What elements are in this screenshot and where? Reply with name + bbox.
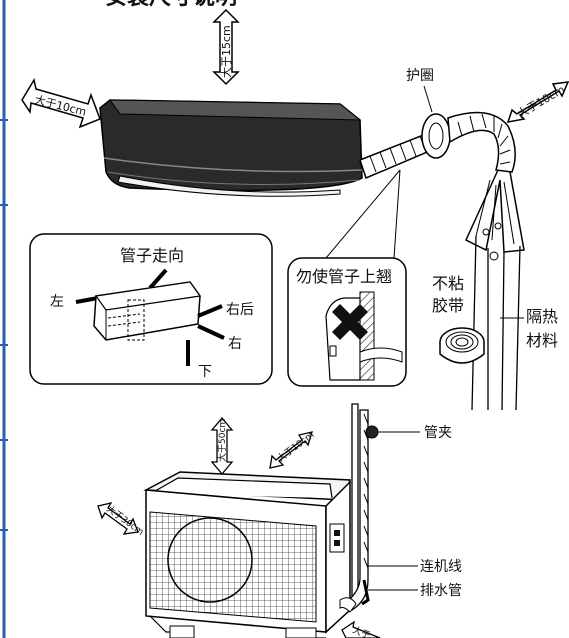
insulation-label-1: 隔热 xyxy=(526,307,558,326)
outdoor-right-clearance-label: 大于10cm xyxy=(275,429,317,465)
dir-down-label: 下 xyxy=(198,364,212,380)
insulation-label-2: 材料 xyxy=(526,331,558,350)
outdoor-top-clearance: 大于50cm xyxy=(210,416,234,476)
outdoor-front-clearance: 大于 xyxy=(341,620,381,638)
drain-pipe-label: 排水管 xyxy=(420,583,462,599)
pipe-direction-title: 管子走向 xyxy=(120,246,184,265)
pipe-clamp-label: 管夹 xyxy=(424,425,452,441)
indoor-top-clearance-label: 大于15cm xyxy=(219,25,233,78)
outdoor-front-clearance-label: 大于 xyxy=(351,624,372,638)
connection-wire-label: 连机线 xyxy=(420,559,462,575)
indoor-piping xyxy=(359,111,525,411)
header-partial: 安装尺寸说明 xyxy=(105,0,237,10)
outdoor-left-clearance: 大于30cm xyxy=(97,502,146,538)
warning-title: 勿使管子上翘 xyxy=(296,267,392,286)
outdoor-unit xyxy=(143,471,351,638)
indoor-right-clearance: 大于10cm xyxy=(506,81,569,123)
outdoor-piping xyxy=(339,403,379,613)
pipe-direction-box: 管子走向 左 右后 右 下 xyxy=(29,233,273,385)
pipe-clamp-icon xyxy=(365,425,379,439)
indoor-right-clearance-label: 大于10cm xyxy=(515,82,568,121)
outdoor-top-clearance-label: 大于50cm xyxy=(216,419,228,462)
indoor-left-clearance: 大于10cm xyxy=(21,78,101,129)
outdoor-right-clearance: 大于10cm xyxy=(269,429,317,469)
dir-right-label: 右 xyxy=(228,336,242,352)
cross-mark-icon xyxy=(332,304,368,340)
non-stick-tape-label-1: 不粘 xyxy=(432,274,464,293)
indoor-top-clearance: 大于15cm xyxy=(212,8,240,86)
dir-right-rear-label: 右后 xyxy=(226,302,254,318)
indoor-unit xyxy=(99,99,363,197)
tape-roll xyxy=(439,327,485,364)
page-edge xyxy=(0,0,8,638)
non-stick-tape-label-2: 胶带 xyxy=(432,296,464,315)
guard-ring-label: 护圈 xyxy=(406,68,434,84)
dir-left-label: 左 xyxy=(50,294,64,310)
warning-box: 勿使管子上翘 xyxy=(287,257,407,387)
